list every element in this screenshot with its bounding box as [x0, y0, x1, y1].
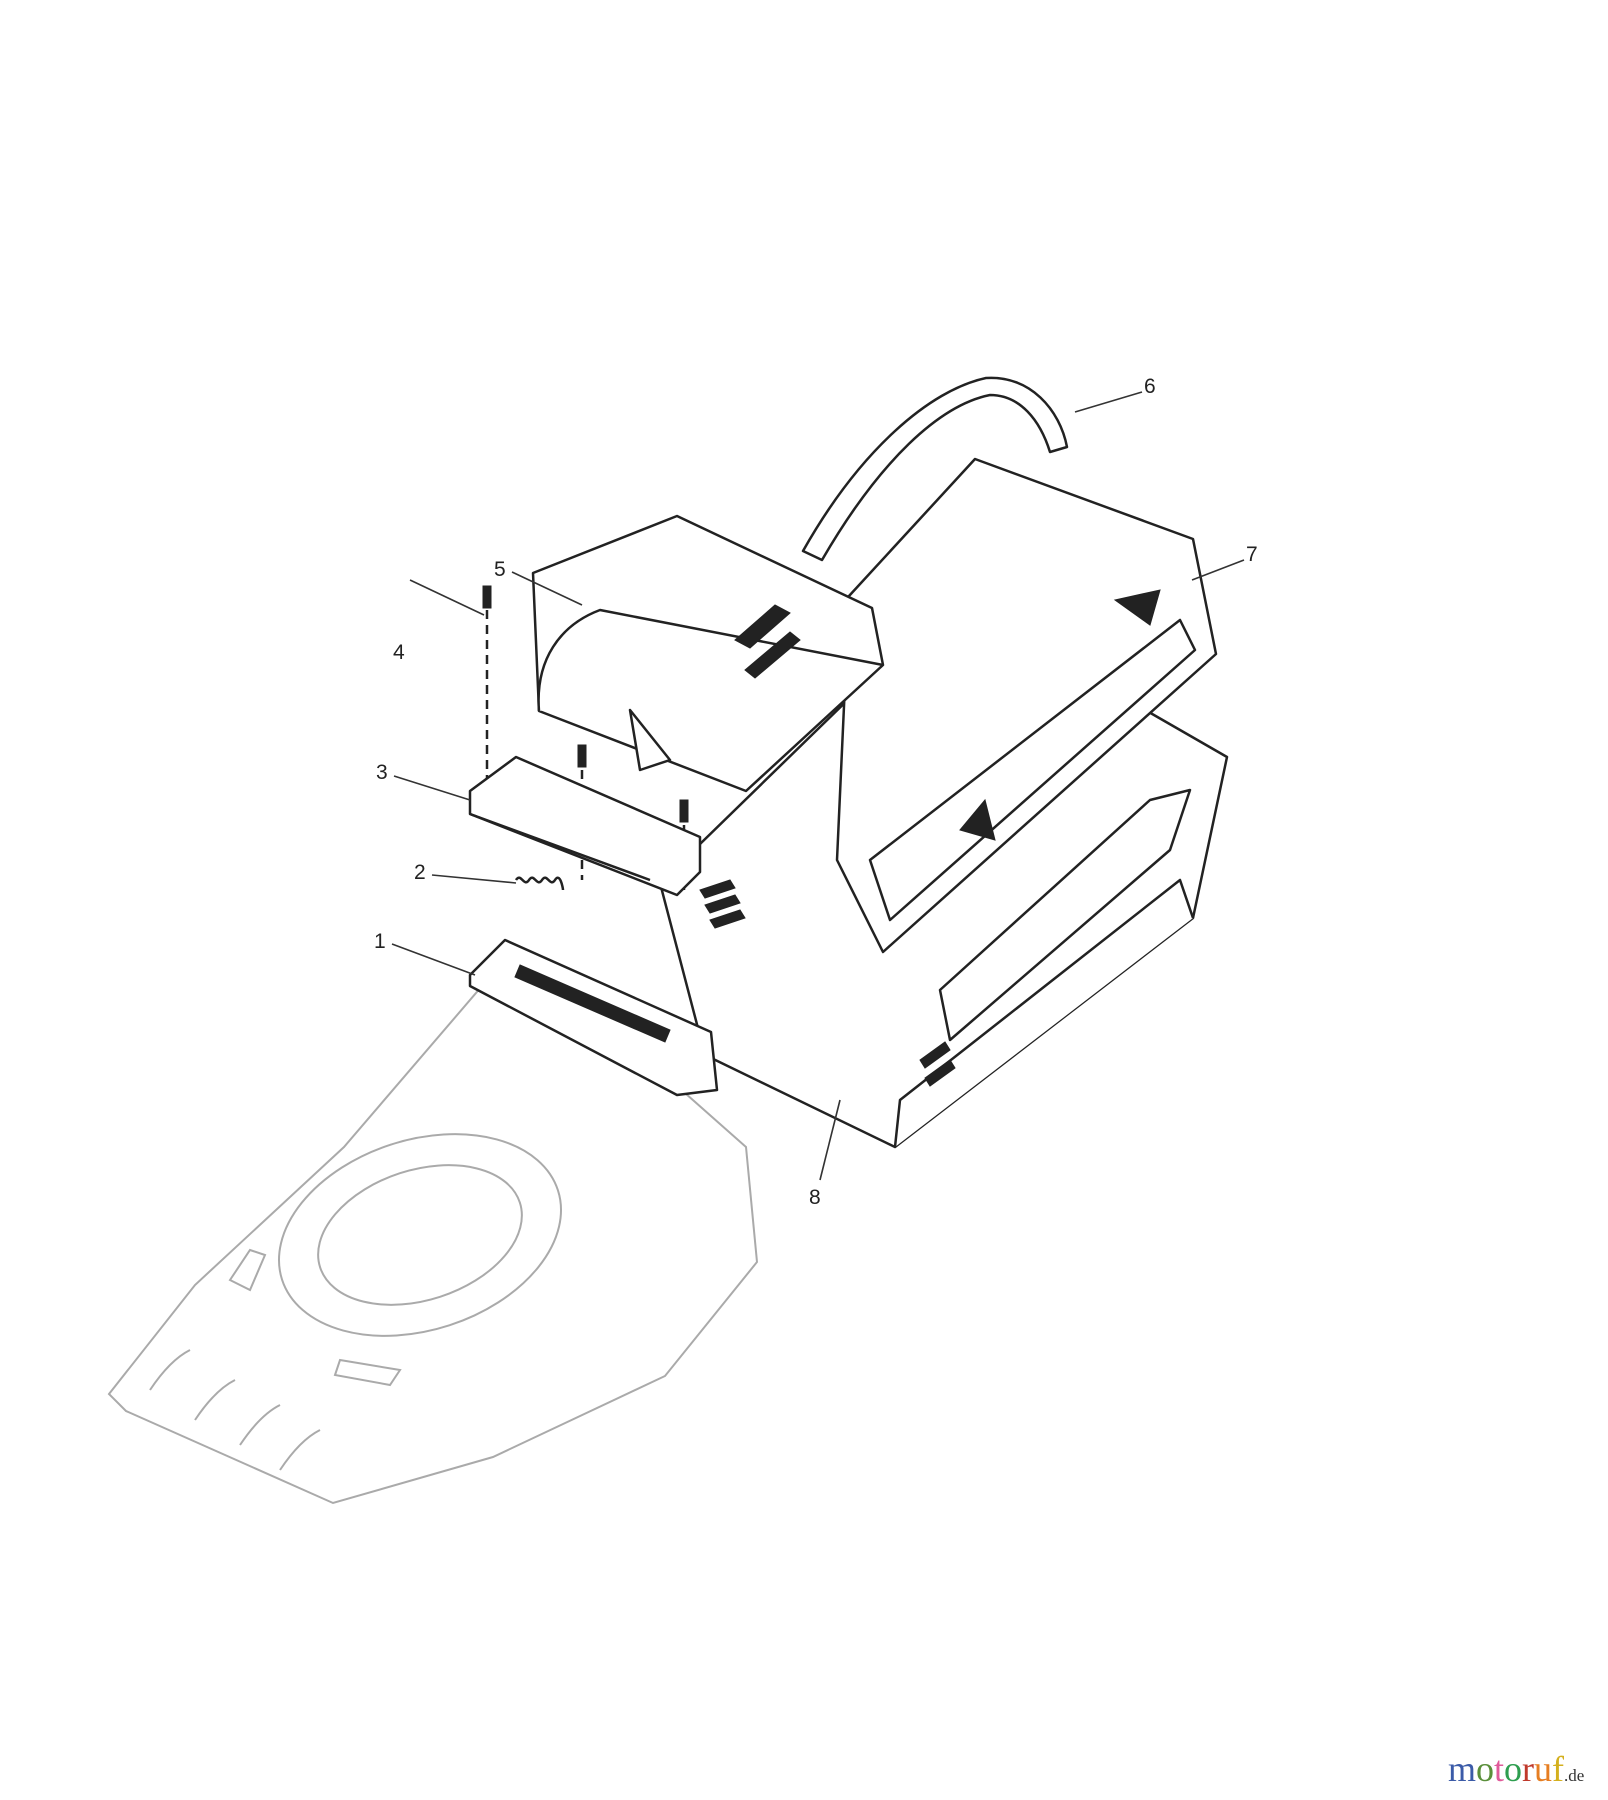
logo-letter: o	[1476, 1749, 1495, 1789]
callout-2: 2	[414, 861, 426, 884]
logo-letter: r	[1522, 1749, 1535, 1789]
logo-letter: t	[1494, 1749, 1505, 1789]
callout-4: 4	[393, 641, 405, 664]
callout-1: 1	[374, 930, 386, 953]
callout-6: 6	[1144, 375, 1156, 398]
spring-part-2	[514, 876, 565, 891]
logo-text: motoruf	[1448, 1749, 1564, 1789]
callout-8: 8	[809, 1186, 821, 1209]
bracket-part-1	[468, 938, 719, 1097]
logo-letter: f	[1552, 1749, 1565, 1789]
flap-part-5	[531, 514, 885, 793]
logo-letter: o	[1504, 1749, 1523, 1789]
logo-letter: m	[1448, 1749, 1477, 1789]
logo-letter: u	[1534, 1749, 1553, 1789]
logo-suffix: .de	[1564, 1766, 1585, 1785]
motoruf-logo: motoruf.de	[1448, 1748, 1584, 1790]
callout-3: 3	[376, 761, 388, 784]
mower-deck	[107, 984, 759, 1505]
leader-lines	[391, 391, 1245, 1181]
callout-7: 7	[1246, 543, 1258, 566]
grass-box-cover-part-7	[835, 457, 1218, 954]
callout-5: 5	[494, 558, 506, 581]
hinge-flap-part-3	[468, 755, 702, 897]
handle-part-6	[801, 376, 1069, 562]
